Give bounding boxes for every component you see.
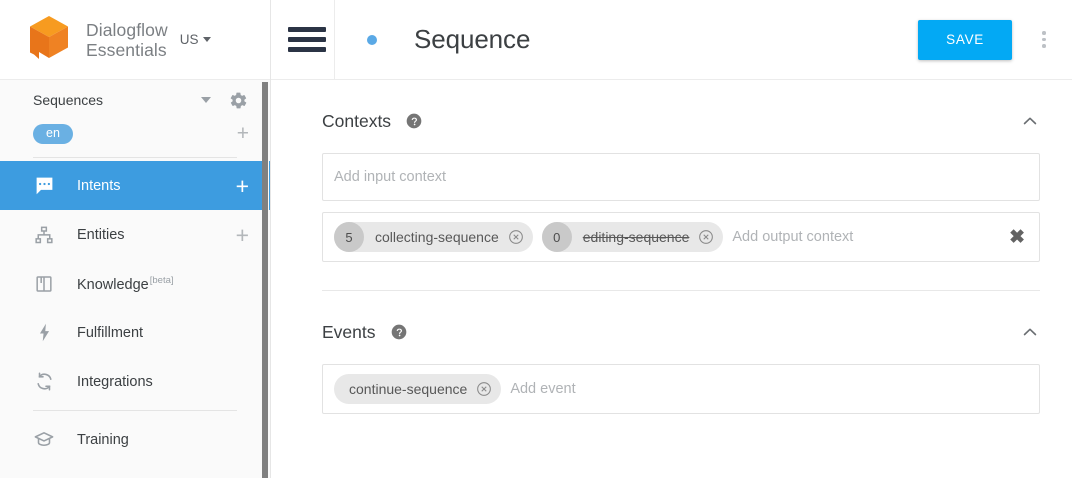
speech-bubble-icon (33, 175, 55, 197)
context-chip-label: editing-sequence (582, 229, 690, 245)
caret-down-icon[interactable] (201, 97, 211, 103)
sidebar-item-knowledge[interactable]: Knowledge[beta] (0, 259, 270, 308)
hamburger-bar (288, 47, 326, 52)
help-circle-icon[interactable] (406, 113, 422, 129)
kebab-dot (1042, 31, 1046, 35)
help-circle-icon[interactable] (391, 324, 407, 340)
event-chip-label: continue-sequence (349, 381, 468, 397)
event-chip[interactable]: continue-sequence (334, 374, 502, 404)
events-section: Events (322, 291, 1040, 414)
save-button[interactable]: SAVE (918, 19, 1012, 60)
status-dot-icon (367, 34, 377, 45)
sidebar-item-training[interactable]: Training (0, 415, 270, 464)
events-field[interactable]: continue-sequence Add event (322, 364, 1040, 414)
beta-badge: [beta] (149, 274, 174, 286)
circle-x-icon[interactable] (508, 229, 524, 245)
language-row: en + (0, 117, 270, 151)
sidebar-item-label: Knowledge[beta] (77, 275, 249, 293)
sidebar-item-label: Intents (77, 177, 121, 194)
context-lifespan-badge: 5 (334, 222, 364, 252)
context-chip-label: collecting-sequence (375, 229, 499, 245)
hamburger-menu-icon[interactable] (288, 27, 334, 52)
input-context-placeholder: Add input context (334, 169, 447, 185)
kebab-menu-icon[interactable] (1034, 31, 1054, 48)
dialogflow-cube-logo-icon (26, 14, 72, 66)
sidebar-nav: Intents + Entities + (0, 161, 270, 464)
add-intent-plus-icon[interactable]: + (235, 172, 249, 199)
section-title: Events (322, 321, 376, 342)
contexts-section: Contexts Add input (322, 80, 1040, 262)
context-lifespan-badge: 0 (541, 222, 572, 252)
input-context-field[interactable]: Add input context (322, 153, 1040, 201)
main-panel: Sequence SAVE Contexts (271, 0, 1072, 478)
language-chip-en[interactable]: en (33, 124, 73, 144)
kebab-dot (1042, 37, 1046, 42)
event-placeholder: Add event (510, 381, 576, 397)
brand-title-line2: Essentials (86, 39, 167, 60)
output-context-chip[interactable]: 5 collecting-sequence (334, 222, 533, 252)
brand-title-line1: Dialogflow (86, 19, 168, 40)
chevron-up-icon[interactable] (1020, 111, 1040, 131)
contexts-header: Contexts (322, 100, 1040, 142)
chevron-up-icon[interactable] (1020, 322, 1040, 342)
sidebar-item-label: Integrations (77, 373, 153, 390)
sidebar-item-text: Knowledge (77, 276, 149, 293)
clear-output-contexts-icon[interactable]: ✖ (1009, 226, 1025, 248)
sidebar: Dialogflow Essentials US Sequences en + (0, 0, 271, 478)
lightning-bolt-icon (33, 322, 55, 344)
sidebar-divider (33, 157, 237, 158)
sidebar-item-fulfillment[interactable]: Fulfillment (0, 308, 270, 357)
agent-selector-row: Sequences (0, 83, 270, 117)
circle-x-icon[interactable] (698, 229, 714, 245)
region-selector[interactable]: US (180, 32, 211, 47)
graduation-cap-icon (33, 429, 55, 451)
caret-down-icon (202, 37, 211, 42)
org-chart-icon (33, 224, 55, 246)
page-title: Sequence (414, 24, 531, 54)
hamburger-bar (288, 37, 326, 42)
output-context-placeholder: Add output context (732, 229, 854, 245)
section-title: Contexts (322, 110, 392, 131)
sidebar-scrollbar-thumb[interactable] (262, 82, 268, 478)
sidebar-item-entities[interactable]: Entities + (0, 210, 270, 259)
sidebar-item-intents[interactable]: Intents + (0, 161, 270, 210)
book-icon (33, 273, 55, 295)
output-context-field[interactable]: 5 collecting-sequence 0 editing-sequence (322, 212, 1040, 262)
agent-name[interactable]: Sequences (33, 92, 104, 108)
section-divider (322, 290, 1040, 291)
top-bar: Sequence SAVE (271, 0, 1072, 80)
toolbar-divider (334, 0, 335, 80)
hamburger-bar (288, 27, 326, 32)
kebab-dot (1042, 44, 1046, 48)
output-context-chip[interactable]: 0 editing-sequence (541, 222, 724, 252)
sidebar-item-label: Fulfillment (77, 324, 144, 341)
sidebar-item-label: Entities (77, 226, 125, 243)
gear-icon[interactable] (229, 91, 248, 110)
events-header: Events (322, 311, 1040, 353)
sidebar-divider (33, 410, 237, 411)
add-language-plus-icon[interactable]: + (236, 122, 249, 145)
sidebar-item-label: Training (77, 431, 129, 448)
circle-x-icon[interactable] (476, 381, 492, 397)
content-area: Contexts Add input (271, 80, 1072, 414)
sidebar-item-integrations[interactable]: Integrations (0, 357, 270, 406)
sync-arrows-icon (33, 371, 55, 393)
brand-title: Dialogflow Essentials (86, 20, 168, 60)
add-entity-plus-icon[interactable]: + (235, 221, 249, 248)
brand-header: Dialogflow Essentials US (0, 0, 270, 80)
region-label: US (179, 32, 199, 47)
